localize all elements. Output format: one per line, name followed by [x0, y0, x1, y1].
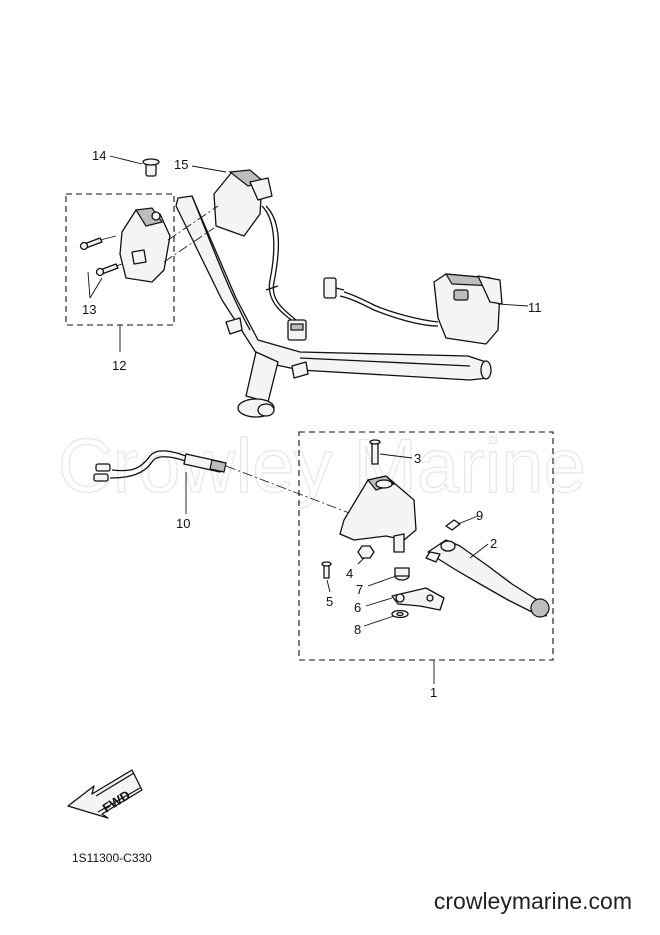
callout-4: 4	[346, 566, 353, 581]
cover-12	[119, 207, 171, 283]
handlebar	[175, 195, 492, 418]
bolt-3	[369, 439, 381, 465]
callout-8: 8	[354, 622, 361, 637]
stop-switch-10	[93, 450, 227, 482]
callout-2: 2	[490, 536, 497, 551]
lever-holder-3	[339, 475, 417, 553]
brake-lever-2	[425, 539, 550, 618]
callout-6: 6	[354, 600, 361, 615]
fwd-arrow-icon: FWD	[67, 769, 143, 819]
nut-4	[357, 545, 375, 559]
screw-14	[142, 158, 160, 177]
callout-12: 12	[112, 358, 126, 373]
kit-box-1	[298, 431, 554, 661]
screw-13a	[79, 237, 103, 251]
callout-11: 11	[528, 300, 542, 315]
watermark: Crowley Marine	[58, 424, 586, 509]
screw-5	[321, 561, 332, 579]
callout-5: 5	[326, 594, 333, 609]
washer-8	[391, 609, 409, 619]
callout-3: 3	[414, 451, 421, 466]
callout-15: 15	[174, 157, 188, 172]
callout-10: 10	[176, 516, 190, 531]
collar-7	[394, 567, 410, 581]
plate-6	[391, 587, 445, 611]
callout-14: 14	[92, 148, 106, 163]
callout-9: 9	[476, 508, 483, 523]
spring-9	[445, 519, 461, 531]
screw-13b	[95, 263, 119, 277]
switch-11	[323, 273, 503, 345]
switch-15	[213, 169, 307, 341]
callout-13: 13	[82, 302, 96, 317]
diagram-code: 1S11300-C330	[72, 851, 152, 865]
callout-7: 7	[356, 582, 363, 597]
website-label[interactable]: crowleymarine.com	[433, 888, 632, 914]
callout-1: 1	[430, 685, 437, 700]
